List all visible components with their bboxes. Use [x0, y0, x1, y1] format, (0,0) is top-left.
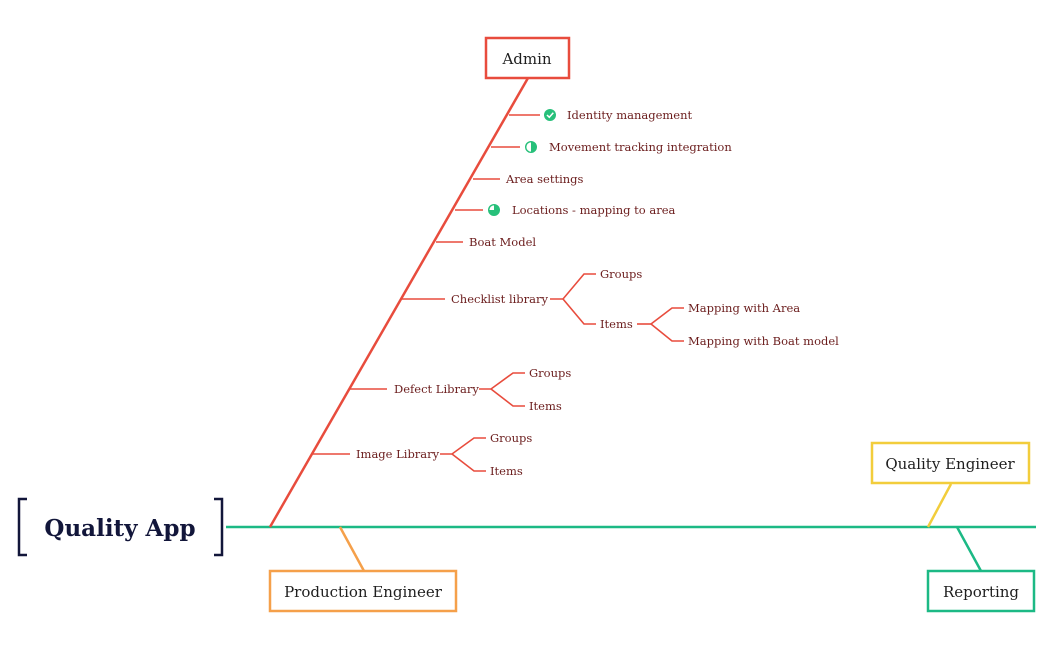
admin-label: Admin	[501, 50, 551, 68]
reporting-label: Reporting	[943, 583, 1019, 601]
movement-tracking-label[interactable]: Movement tracking integration	[549, 140, 732, 154]
locations-label[interactable]: Locations - mapping to area	[512, 203, 676, 217]
production-box[interactable]	[268, 569, 458, 613]
admin-branch-line	[268, 77, 530, 528]
area-settings-label[interactable]: Area settings	[505, 172, 584, 186]
complete-status-icon	[544, 109, 556, 121]
admin-branch	[268, 77, 684, 528]
quality-label: Quality Engineer	[885, 455, 1015, 473]
half-progress-icon	[525, 140, 538, 153]
defect-groups-label[interactable]: Groups	[529, 366, 571, 380]
admin-box[interactable]	[484, 36, 571, 80]
mapping-area-label[interactable]: Mapping with Area	[688, 301, 800, 315]
root-bracket-left	[17, 497, 27, 557]
defect-items-label[interactable]: Items	[529, 399, 562, 413]
production-label: Production Engineer	[284, 583, 443, 601]
defect-library-label[interactable]: Defect Library	[394, 382, 479, 396]
three-quarter-progress-icon	[488, 203, 501, 216]
root-title[interactable]: Quality App	[44, 515, 195, 542]
image-groups-label[interactable]: Groups	[490, 431, 532, 445]
quality-box[interactable]	[870, 441, 1031, 485]
identity-management-label[interactable]: Identity management	[567, 108, 692, 122]
checklist-items-label[interactable]: Items	[600, 317, 633, 331]
image-items-label[interactable]: Items	[490, 464, 523, 478]
checklist-library-label[interactable]: Checklist library	[451, 292, 549, 306]
quality-branch-line	[926, 483, 953, 528]
root-bracket-right	[214, 497, 224, 557]
boat-model-label[interactable]: Boat Model	[469, 235, 536, 249]
reporting-branch-line	[955, 526, 983, 572]
mapping-boat-label[interactable]: Mapping with Boat model	[688, 334, 839, 348]
checklist-groups-label[interactable]: Groups	[600, 267, 642, 281]
reporting-box[interactable]	[926, 569, 1036, 613]
image-library-label[interactable]: Image Library	[356, 447, 440, 461]
production-branch-line	[338, 526, 366, 572]
